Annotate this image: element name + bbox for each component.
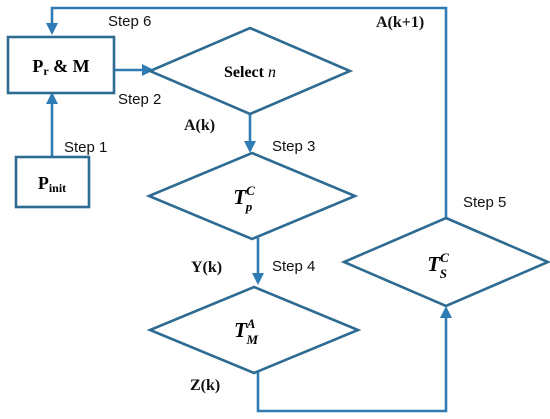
node-select-n: Select n: [146, 26, 354, 116]
signal-z-k: Z(k): [190, 377, 220, 394]
pr-m-label: Pr & M: [32, 56, 89, 78]
signal-a-k1: A(k+1): [376, 14, 424, 31]
step6-label: Step 6: [108, 13, 151, 30]
p-init-box: [14, 155, 91, 209]
signal-y-k: Y(k): [191, 259, 222, 276]
edge-step1-arrowhead: [46, 92, 58, 104]
edge-step4-arrowhead: [252, 273, 264, 285]
step5-label: Step 5: [463, 194, 506, 211]
select-n-label: Select n: [224, 64, 276, 81]
edge-feedback: [50, 6, 448, 218]
step4-label: Step 4: [272, 258, 315, 275]
signal-labels: A(k+1) A(k) Y(k) Z(k): [184, 14, 424, 394]
p-init-label: Pinit: [38, 173, 66, 195]
node-p-init: Pinit: [14, 155, 91, 209]
edge-step3-arrowhead: [244, 141, 256, 153]
step2-label: Step 2: [118, 91, 161, 108]
node-pr-m: Pr & M: [6, 35, 116, 95]
edge-feedback-arrowhead: [46, 23, 58, 35]
t-p-c-diamond: [145, 151, 359, 241]
connectors: [46, 6, 452, 413]
step-labels: Step 6 Step 2 Step 1 Step 3 Step 5 Step …: [64, 13, 506, 275]
edge-step2-arrowhead: [142, 64, 154, 76]
edge-z-k-arrowhead: [440, 306, 452, 318]
step1-label: Step 1: [64, 139, 107, 156]
t-m-a-diamond: [146, 285, 362, 375]
t-s-c-diamond: [340, 216, 550, 308]
select-n-diamond: [146, 26, 354, 116]
step3-label: Step 3: [272, 138, 315, 155]
edge-z-k: [256, 317, 448, 413]
signal-a-k: A(k): [184, 117, 215, 134]
pr-m-box: [6, 35, 116, 95]
